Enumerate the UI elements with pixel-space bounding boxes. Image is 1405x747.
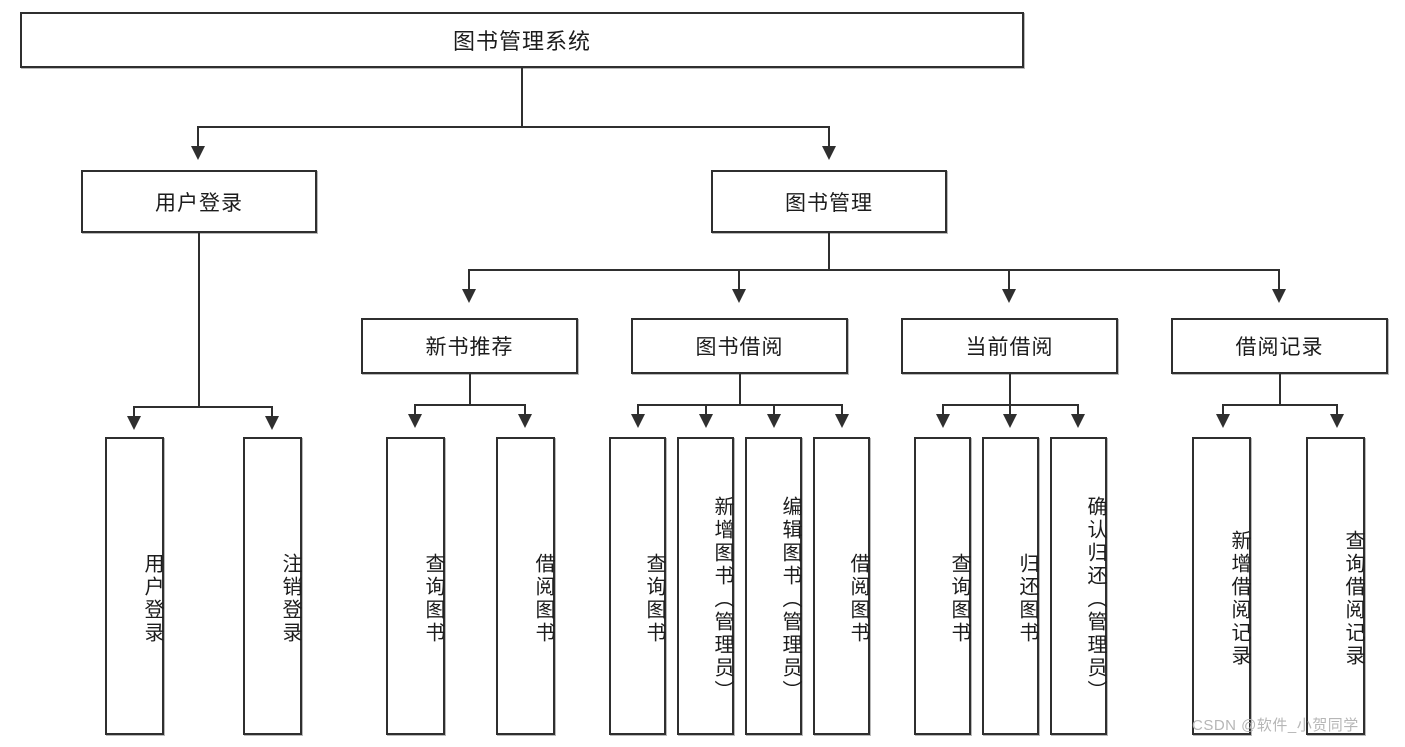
edge-current-borrow-c1 — [942, 404, 944, 416]
edge-new-book-trunk — [469, 374, 471, 406]
leaf-book-borrow-2[interactable]: 新增图书（管理员） — [677, 437, 734, 735]
edge-to-current-borrow — [1008, 269, 1010, 291]
node-book-borrow[interactable]: 图书借阅 — [631, 318, 848, 374]
leaf-user-login-1[interactable]: 用户登录 — [105, 437, 164, 735]
node-label: 当前借阅 — [965, 336, 1054, 359]
arrow-new-book-c1 — [408, 414, 422, 428]
edge-book-borrow-c2 — [705, 404, 707, 416]
node-label: 编辑图书（管理员） — [779, 495, 801, 703]
edge-to-book-manage — [828, 126, 830, 148]
arrow-user-login-left — [127, 416, 141, 430]
node-label: 确认归还（管理员） — [1084, 495, 1106, 703]
edge-root-trunk — [521, 68, 523, 126]
arrow-to-current-borrow — [1002, 289, 1016, 303]
edge-to-borrow-record — [1278, 269, 1280, 291]
edge-current-borrow-c3 — [1077, 404, 1079, 416]
arrow-to-new-book — [462, 289, 476, 303]
edge-user-login-bus — [133, 406, 272, 408]
node-borrow-record[interactable]: 借阅记录 — [1171, 318, 1388, 374]
edge-borrow-record-c1 — [1222, 404, 1224, 416]
node-label: 图书管理系统 — [452, 29, 591, 54]
node-root-system[interactable]: 图书管理系统 — [20, 12, 1024, 68]
leaf-book-borrow-4[interactable]: 借阅图书 — [813, 437, 870, 735]
arrow-book-borrow-c3 — [767, 414, 781, 428]
edge-level3-bus — [468, 269, 1280, 271]
leaf-current-borrow-3[interactable]: 确认归还（管理员） — [1050, 437, 1107, 735]
arrow-borrow-record-c2 — [1330, 414, 1344, 428]
leaf-user-login-2[interactable]: 注销登录 — [243, 437, 302, 735]
edge-new-book-bus — [414, 404, 525, 406]
node-label: 图书借阅 — [695, 336, 784, 359]
edge-book-borrow-trunk — [739, 374, 741, 406]
node-book-manage[interactable]: 图书管理 — [711, 170, 947, 233]
node-label: 归还图书 — [1016, 553, 1038, 645]
node-label: 借阅记录 — [1235, 336, 1324, 359]
node-label: 查询图书 — [948, 553, 970, 645]
edge-current-borrow-trunk — [1009, 374, 1011, 406]
leaf-book-borrow-1[interactable]: 查询图书 — [609, 437, 666, 735]
leaf-new-book-2[interactable]: 借阅图书 — [496, 437, 555, 735]
edge-book-borrow-c3 — [773, 404, 775, 416]
arrow-book-borrow-c2 — [699, 414, 713, 428]
edge-borrow-record-bus — [1222, 404, 1338, 406]
edge-level2-bus — [197, 126, 829, 128]
edge-new-book-c2 — [524, 404, 526, 416]
arrow-current-borrow-c3 — [1071, 414, 1085, 428]
edge-borrow-record-c2 — [1336, 404, 1338, 416]
leaf-current-borrow-2[interactable]: 归还图书 — [982, 437, 1039, 735]
arrow-to-user-login — [191, 146, 205, 160]
arrow-to-book-borrow — [732, 289, 746, 303]
node-current-borrow[interactable]: 当前借阅 — [901, 318, 1118, 374]
node-user-login[interactable]: 用户登录 — [81, 170, 317, 233]
node-label: 查询借阅记录 — [1342, 530, 1364, 668]
edge-borrow-record-trunk — [1279, 374, 1281, 406]
arrow-borrow-record-c1 — [1216, 414, 1230, 428]
node-label: 用户登录 — [155, 191, 243, 215]
node-label: 查询图书 — [643, 553, 665, 645]
node-label: 新书推荐 — [425, 336, 514, 359]
leaf-current-borrow-1[interactable]: 查询图书 — [914, 437, 971, 735]
arrow-current-borrow-c1 — [936, 414, 950, 428]
node-label: 借阅图书 — [532, 553, 554, 645]
leaf-borrow-record-1[interactable]: 新增借阅记录 — [1192, 437, 1251, 735]
edge-current-borrow-c2 — [1009, 404, 1011, 416]
edge-to-new-book — [468, 269, 470, 291]
node-label: 查询图书 — [422, 553, 444, 645]
edge-book-manage-trunk — [828, 233, 830, 271]
edge-book-borrow-bus — [637, 404, 843, 406]
node-label: 新增图书（管理员） — [711, 495, 733, 703]
leaf-new-book-1[interactable]: 查询图书 — [386, 437, 445, 735]
node-label: 用户登录 — [141, 553, 163, 645]
node-label: 新增借阅记录 — [1228, 530, 1250, 668]
edge-user-login-left — [133, 406, 135, 418]
arrow-book-borrow-c4 — [835, 414, 849, 428]
node-new-book-recommend[interactable]: 新书推荐 — [361, 318, 578, 374]
arrow-user-login-right — [265, 416, 279, 430]
edge-book-borrow-c4 — [841, 404, 843, 416]
leaf-borrow-record-2[interactable]: 查询借阅记录 — [1306, 437, 1365, 735]
arrow-to-book-manage — [822, 146, 836, 160]
arrow-book-borrow-c1 — [631, 414, 645, 428]
edge-to-user-login — [197, 126, 199, 148]
edge-to-book-borrow — [738, 269, 740, 291]
arrow-new-book-c2 — [518, 414, 532, 428]
node-label: 注销登录 — [279, 553, 301, 645]
watermark-csdn: CSDN @软件_小贺同学 — [1192, 717, 1359, 734]
edge-user-login-trunk — [198, 233, 200, 408]
leaf-book-borrow-3[interactable]: 编辑图书（管理员） — [745, 437, 802, 735]
edge-user-login-right — [271, 406, 273, 418]
edge-new-book-c1 — [414, 404, 416, 416]
node-label: 借阅图书 — [847, 553, 869, 645]
arrow-current-borrow-c2 — [1003, 414, 1017, 428]
edge-book-borrow-c1 — [637, 404, 639, 416]
node-label: 图书管理 — [785, 191, 873, 215]
arrow-to-borrow-record — [1272, 289, 1286, 303]
